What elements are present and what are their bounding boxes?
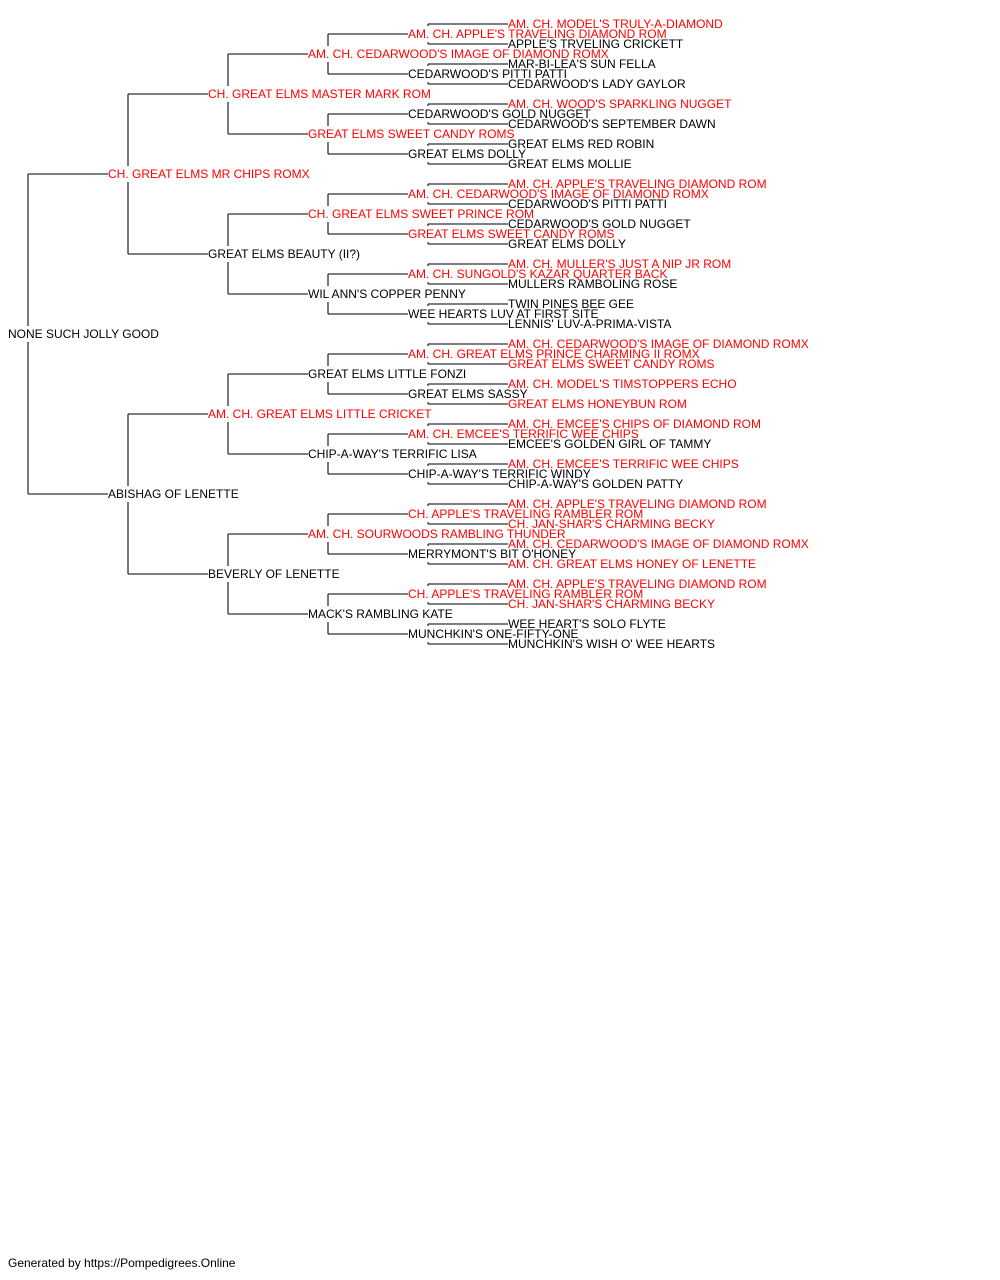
dog-name-root-d-s-d: CHIP-A-WAY'S TERRIFIC LISA [308,447,477,461]
dog-name-root-d-d-d-s-d: CH. JAN-SHAR'S CHARMING BECKY [508,597,715,611]
dog-name-root-s-d-s-s-s: AM. CH. APPLE'S TRAVELING DIAMOND ROM [508,177,767,191]
dog-name-root-d-d-d-s-s: AM. CH. APPLE'S TRAVELING DIAMOND ROM [508,577,767,591]
dog-name-root-s-d-d: WIL ANN'S COPPER PENNY [308,287,466,301]
dog-name-root-s-d-d-d-d: LENNIS' LUV-A-PRIMA-VISTA [508,317,671,331]
connector-root-s-s-s [327,33,408,75]
connector-root-s-s-d-s [427,103,508,125]
dog-name-root-s-d: GREAT ELMS BEAUTY (II?) [208,247,360,261]
dog-name-root-d-d-s-d-d: AM. CH. GREAT ELMS HONEY OF LENETTE [508,557,756,571]
dog-name-root-d-s: AM. CH. GREAT ELMS LITTLE CRICKET [208,407,432,421]
dog-name-root-s-d-d-s-d: MULLERS RAMBOLING ROSE [508,277,677,291]
connector-root-s-d-d-s [427,263,508,285]
dog-name-root-s-d-s-s-d: CEDARWOOD'S PITTI PATTI [508,197,667,211]
dog-name-root-d-s-s: GREAT ELMS LITTLE FONZI [308,367,466,381]
dog-name-root-d-d-s-d: MERRYMONT'S BIT O'HONEY [408,547,576,561]
dog-name-root-d: ABISHAG OF LENETTE [108,487,239,501]
dog-name-root-d-d-d: MACK'S RAMBLING KATE [308,607,453,621]
dog-name-root-s-s-d-s-s: AM. CH. WOOD'S SPARKLING NUGGET [508,97,732,111]
dog-name-root-d-s-s-d-s: AM. CH. MODEL'S TIMSTOPPERS ECHO [508,377,737,391]
dog-name-root-d-d-s-s-d: CH. JAN-SHAR'S CHARMING BECKY [508,517,715,531]
connector-root-d-d-d-s [427,583,508,605]
connector-root-s-s-d [327,113,408,155]
dog-name-root-s-s-s-d: CEDARWOOD'S PITTI PATTI [408,67,567,81]
dog-name-root-s-d-s: CH. GREAT ELMS SWEET PRINCE ROM [308,207,534,221]
connector-root-d-d-d [327,593,408,635]
dog-name-root-s-s-s-s: AM. CH. APPLE'S TRAVELING DIAMOND ROM [408,27,667,41]
connector-root-d-s-d [327,433,408,475]
dog-name-root-d-d-s-d-s: AM. CH. CEDARWOOD'S IMAGE OF DIAMOND ROM… [508,537,809,551]
dog-name-root: NONE SUCH JOLLY GOOD [8,327,159,341]
connector-root-d-d-s-s [427,503,508,525]
connector-root-d-s-d-d [427,463,508,485]
dog-name-root-d-s-s-d: GREAT ELMS SASSY [408,387,528,401]
connector-root-s-d-s [327,193,408,235]
dog-name-root-s-s-d: GREAT ELMS SWEET CANDY ROMS [308,127,514,141]
dog-name-root-d-s-s-d-d: GREAT ELMS HONEYBUN ROM [508,397,687,411]
dog-name-root-d-s-s-s-d: GREAT ELMS SWEET CANDY ROMS [508,357,714,371]
dog-name-root-s-d-s-d-s: CEDARWOOD'S GOLD NUGGET [508,217,691,231]
dog-name-root-d-s-d-s-d: EMCEE'S GOLDEN GIRL OF TAMMY [508,437,711,451]
dog-name-root-s-s-d-d: GREAT ELMS DOLLY [408,147,526,161]
connector-root-d [127,413,208,575]
dog-name-root-s: CH. GREAT ELMS MR CHIPS ROMX [108,167,310,181]
dog-name-root-s-s-d-s: CEDARWOOD'S GOLD NUGGET [408,107,591,121]
connector-root-d-s [227,373,308,455]
connector-root-s-s-s-s [427,23,508,45]
connector-root-s-s-s-d [427,63,508,85]
dog-name-root-s-d-d-s: AM. CH. SUNGOLD'S KAZAR QUARTER BACK [408,267,667,281]
dog-name-root-s-s-d-s-d: CEDARWOOD'S SEPTEMBER DAWN [508,117,716,131]
connector-root-s [127,93,208,255]
dog-name-root-d-s-s-s: AM. CH. GREAT ELMS PRINCE CHARMING II RO… [408,347,700,361]
dog-name-root-d-d-d-s: CH. APPLE'S TRAVELING RAMBLER ROM [408,587,643,601]
dog-name-root-s-d-d-d-s: TWIN PINES BEE GEE [508,297,634,311]
connector-root-d-d [227,533,308,615]
dog-name-root-d-d-s-s: CH. APPLE'S TRAVELING RAMBLER ROM [408,507,643,521]
dog-name-root-d-s-d-d: CHIP-A-WAY'S TERRIFIC WINDY [408,467,591,481]
dog-name-root-d-s-s-s-s: AM. CH. CEDARWOOD'S IMAGE OF DIAMOND ROM… [508,337,809,351]
connector-root-s-s [227,53,308,135]
connector-root-s-d-s-s [427,183,508,205]
dog-name-root-d-d-s-s-s: AM. CH. APPLE'S TRAVELING DIAMOND ROM [508,497,767,511]
connector-root-d-d-s-d [427,543,508,565]
dog-name-root-s-d-s-d-d: GREAT ELMS DOLLY [508,237,626,251]
dog-name-root-s-s: CH. GREAT ELMS MASTER MARK ROM [208,87,431,101]
dog-name-root-s-s-d-d-d: GREAT ELMS MOLLIE [508,157,632,171]
connector-root-d-d-d-d [427,623,508,645]
dog-name-root-s-d-d-s-s: AM. CH. MULLER'S JUST A NIP JR ROM [508,257,731,271]
dog-name-root-d-s-d-d-s: AM. CH. EMCEE'S TERRIFIC WEE CHIPS [508,457,739,471]
connector-root-d-s-s [327,353,408,395]
dog-name-root-s-s-s-d-d: CEDARWOOD'S LADY GAYLOR [508,77,686,91]
dog-name-root-d-d-d-d-s: WEE HEART'S SOLO FLYTE [508,617,666,631]
dog-name-root-s-d-s-s: AM. CH. CEDARWOOD'S IMAGE OF DIAMOND ROM… [408,187,709,201]
dog-name-root-s-d-d-d: WEE HEARTS LUV AT FIRST SITE [408,307,599,321]
dog-name-root-d-d-d-d-d: MUNCHKIN'S WISH O' WEE HEARTS [508,637,715,651]
connector-root-d-d-s [327,513,408,555]
connector-root-s-d-d-d [427,303,508,325]
connector-root-d-s-s-d [427,383,508,405]
connector-root-d-s-d-s [427,423,508,445]
connector-root [27,173,108,495]
dog-name-root-s-s-s-d-s: MAR-BI-LEA'S SUN FELLA [508,57,656,71]
connector-root-s-d-s-d [427,223,508,245]
dog-name-root-d-d: BEVERLY OF LENETTE [208,567,340,581]
connector-root-s-d-d [327,273,408,315]
dog-name-root-s-s-s-s-d: APPLE'S TRVELING CRICKETT [508,37,684,51]
dog-name-root-s-d-s-d: GREAT ELMS SWEET CANDY ROMS [408,227,614,241]
dog-name-root-d-s-d-s-s: AM. CH. EMCEE'S CHIPS OF DIAMOND ROM [508,417,761,431]
dog-name-root-s-s-d-d-s: GREAT ELMS RED ROBIN [508,137,654,151]
connector-root-s-d [227,213,308,295]
dog-name-root-d-s-d-s: AM. CH. EMCEE'S TERRIFIC WEE CHIPS [408,427,639,441]
connector-root-d-s-s-s [427,343,508,365]
dog-name-root-s-s-s: AM. CH. CEDARWOOD'S IMAGE OF DIAMOND ROM… [308,47,609,61]
dog-name-root-d-s-d-d-d: CHIP-A-WAY'S GOLDEN PATTY [508,477,683,491]
dog-name-root-s-s-s-s-s: AM. CH. MODEL'S TRULY-A-DIAMOND [508,17,723,31]
connector-root-s-s-d-d [427,143,508,165]
generated-by-footer[interactable]: Generated by https://Pompedigrees.Online [8,1256,236,1270]
dog-name-root-d-d-s: AM. CH. SOURWOODS RAMBLING THUNDER [308,527,566,541]
dog-name-root-d-d-d-d: MUNCHKIN'S ONE-FIFTY-ONE [408,627,579,641]
